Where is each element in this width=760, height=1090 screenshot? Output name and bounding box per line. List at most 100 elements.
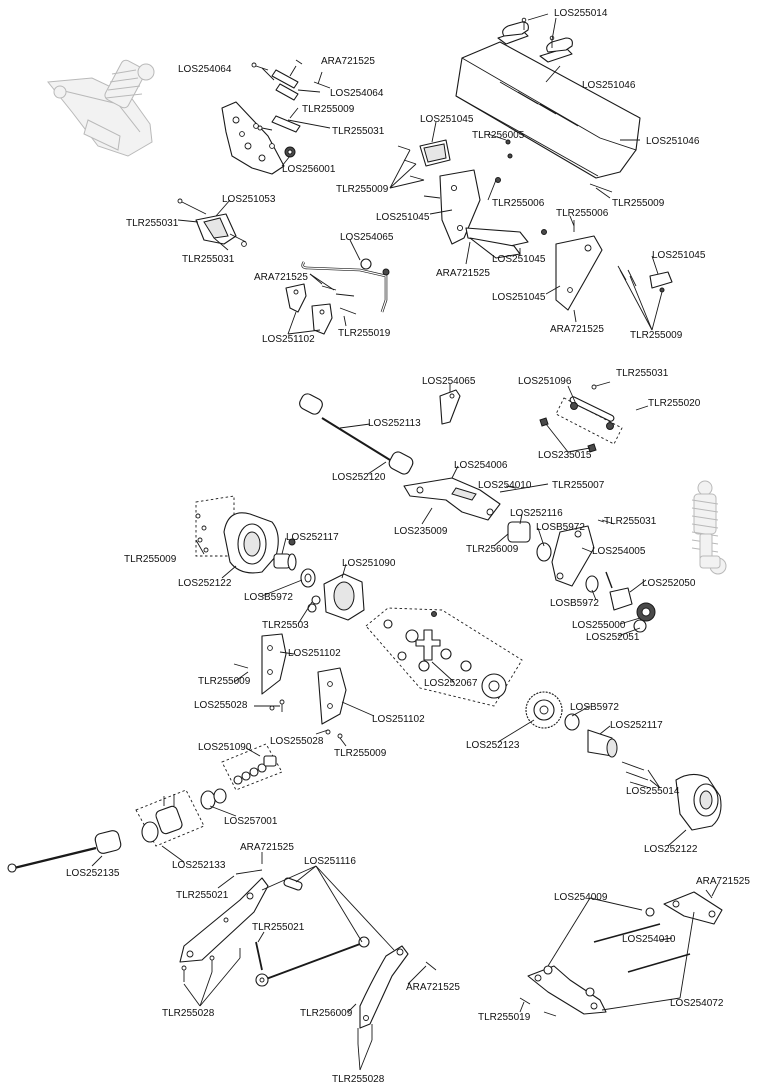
bottom-screws [181,948,373,1044]
part-label: LOS251090 [198,742,252,753]
part-label: LOS251102 [288,648,341,659]
part-label: LOS254064 [330,88,384,99]
part-label: LOS251045 [652,250,706,261]
part-label: LOS254065 [422,376,476,387]
wing-mount-screws [251,59,331,131]
part-label: LOS252120 [332,472,386,483]
part-label: ARA721525 [254,272,308,283]
part-label: ARA721525 [550,324,604,335]
part-label: TLR256005 [472,130,525,141]
part-label: LOS252123 [466,740,520,751]
sway-bar [301,258,390,313]
diff-case-right [675,773,722,831]
wing-mount-posts [271,69,301,158]
part-label: TLR255009 [302,104,355,115]
part-label: ARA721525 [436,268,490,279]
turnbuckle-link [255,936,370,987]
shock-reference-illustration [691,480,727,575]
diff-case [195,495,279,574]
sway-bar-mounts [285,283,357,335]
part-label: LOS252135 [66,868,120,879]
part-label: TLR255021 [176,890,229,901]
diff-outdrive-right [564,713,651,789]
part-label: TLR255019 [338,328,391,339]
part-label: LOS252113 [368,418,421,429]
part-label: TLR255009 [198,676,251,687]
rear-wing [455,29,641,179]
right-hub-assembly [507,519,656,633]
part-label: ARA721525 [696,876,750,887]
part-label: LOS254006 [454,460,508,471]
part-label: ARA721525 [240,842,294,853]
rear-brace-links [439,139,529,259]
part-label: TLR255009 [124,554,177,565]
part-label: LOS254072 [670,998,724,1009]
part-label: LOSB5972 [244,592,293,603]
part-label: LOS251045 [376,212,430,223]
part-label: LOS251046 [646,136,700,147]
part-label: LOS255028 [270,736,324,747]
left-bulkhead-plates [233,633,347,739]
wing-mount-plate [221,101,285,175]
part-label: TLR255028 [162,1008,215,1019]
part-label: LOS254064 [178,64,232,75]
part-label: LOS252117 [286,532,339,543]
steering-arm-left [179,869,303,963]
diff-internals-group [365,607,523,707]
part-label: LOSB5972 [550,598,599,609]
wing-buttons [502,17,573,53]
part-label: LOS251053 [222,194,276,205]
part-label: LOS252051 [586,632,640,643]
part-label: LOS252122 [178,578,232,589]
part-label: ARA721525 [321,56,375,67]
part-label: LOS254005 [592,546,646,557]
part-label: LOS252122 [644,844,698,855]
part-label: TLR255006 [556,208,609,219]
part-label: LOS235009 [394,526,448,537]
diff-housing [307,573,365,621]
part-label: LOS254009 [554,892,608,903]
slipper-spring-stack [221,743,283,791]
part-label: LOS252050 [642,578,696,589]
right-brace [541,229,673,311]
part-label: TLR255031 [604,516,657,527]
driveshaft [7,830,122,873]
body-mount [177,198,247,247]
slipper-bearings [200,788,227,810]
part-label: TLR255020 [648,398,701,409]
part-label: LOS251045 [492,254,546,265]
part-label: TLR25503 [262,620,309,631]
part-label: TLR255031 [126,218,179,229]
diff-outdrive-bearing [273,538,316,588]
rear-axle-dogbone [299,393,414,475]
part-label: LOS235015 [538,450,592,461]
part-label: LOS251090 [342,558,396,569]
part-label: LOS252117 [610,720,663,731]
part-label: LOS251116 [304,856,356,867]
part-label: TLR255028 [332,1074,385,1085]
part-label: LOS257001 [224,816,278,827]
part-label: LOSB5972 [536,522,585,533]
part-label: LOSB5972 [570,702,619,713]
steering-arm-right [359,945,437,1029]
part-label: TLR256009 [466,544,519,555]
part-label: TLR255009 [630,330,683,341]
camber-link-assembly [539,381,649,453]
part-label: TLR255031 [332,126,385,137]
part-label: TLR255009 [334,748,387,759]
rear-end-reference-illustration [47,59,155,157]
part-label: LOS255014 [554,8,608,19]
upper-brace-block [419,139,451,167]
part-label: ARA721525 [406,982,460,993]
part-label: TLR255009 [612,198,665,209]
part-label: LOS252116 [510,508,563,519]
part-label: LOS255000 [572,620,626,631]
part-label: LOS256001 [282,164,336,175]
part-label: TLR255031 [616,368,669,379]
part-label: LOS254010 [622,934,676,945]
part-label: LOS251046 [582,80,636,91]
part-label: LOS251045 [420,114,474,125]
leader-lines [91,13,719,1071]
part-label: LOS251102 [372,714,425,725]
